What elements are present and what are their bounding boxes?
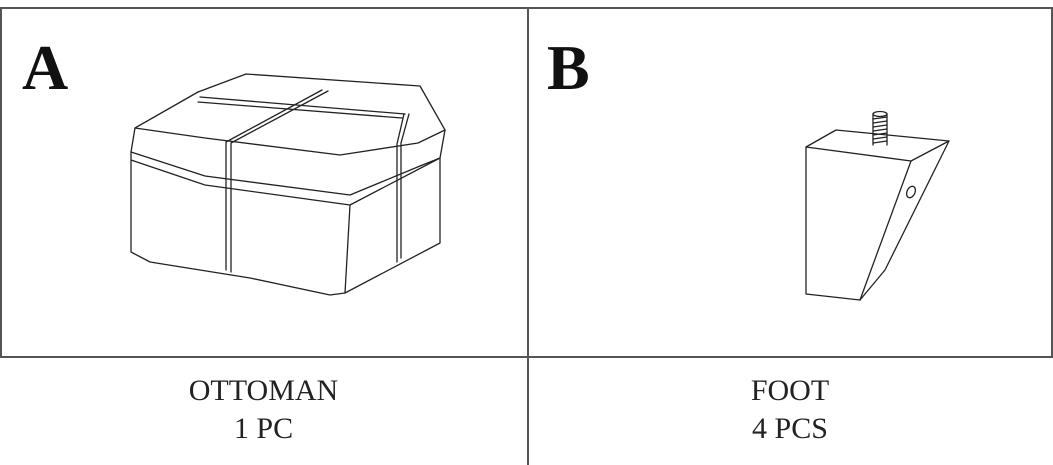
table-left-border — [0, 7, 2, 356]
table-top-border — [0, 7, 1053, 9]
table-right-border — [1051, 7, 1053, 356]
part-b-name: FOOT — [750, 374, 830, 407]
ottoman-icon — [130, 73, 446, 296]
table-column-divider — [527, 7, 529, 465]
part-b-quantity: 4 PCS — [752, 412, 828, 445]
part-a-name: OTTOMAN — [188, 374, 339, 407]
part-b-letter: B — [547, 32, 590, 103]
table-row-divider — [0, 356, 1053, 358]
foot-icon — [805, 110, 950, 301]
part-a-caption: OTTOMAN 1 PC — [0, 372, 527, 448]
part-a-quantity: 1 PC — [233, 412, 294, 445]
part-b-caption: FOOT 4 PCS — [527, 372, 1053, 448]
part-a-letter: A — [22, 32, 69, 103]
